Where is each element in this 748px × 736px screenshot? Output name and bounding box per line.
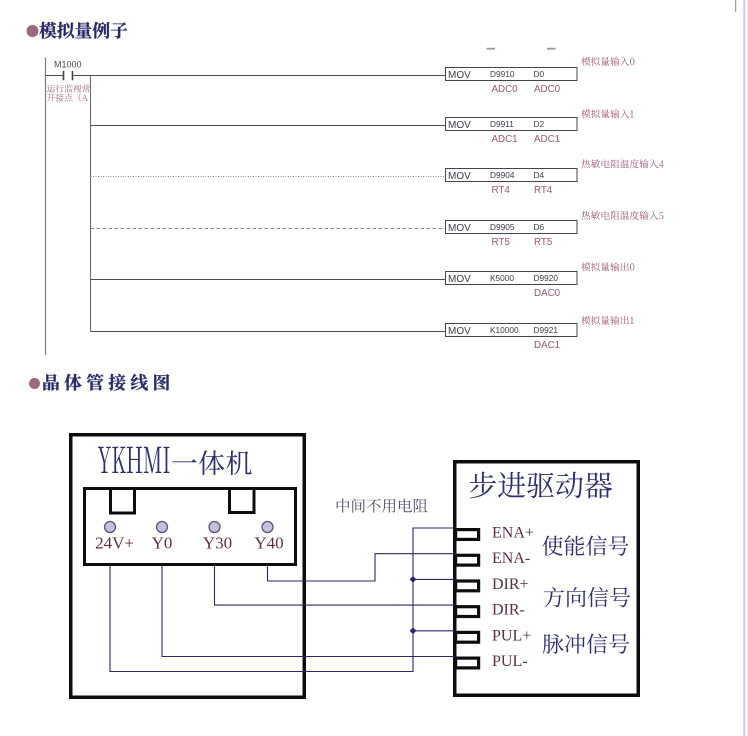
svg-text:PUL+: PUL+ bbox=[492, 627, 531, 644]
svg-text:ADC1: ADC1 bbox=[492, 134, 518, 145]
svg-text:M1000: M1000 bbox=[54, 60, 82, 70]
svg-text:D0: D0 bbox=[534, 69, 545, 79]
svg-text:MOV: MOV bbox=[448, 120, 471, 131]
svg-text:MOV: MOV bbox=[448, 274, 471, 285]
svg-text:RT4: RT4 bbox=[492, 185, 511, 196]
svg-text:DIR-: DIR- bbox=[492, 602, 525, 619]
svg-text:MOV: MOV bbox=[448, 326, 471, 337]
svg-text:ADC0: ADC0 bbox=[492, 84, 519, 95]
svg-text:D9904: D9904 bbox=[490, 170, 515, 180]
svg-text:D9921: D9921 bbox=[534, 325, 559, 335]
svg-text:RT4: RT4 bbox=[534, 185, 553, 196]
svg-text:MOV: MOV bbox=[448, 171, 471, 182]
svg-text:ADC0: ADC0 bbox=[534, 84, 561, 95]
svg-text:ADC1: ADC1 bbox=[534, 134, 560, 145]
svg-text:24V+: 24V+ bbox=[95, 534, 134, 553]
svg-text:MOV: MOV bbox=[448, 70, 471, 81]
svg-text:ENA+: ENA+ bbox=[492, 525, 534, 542]
svg-text:Y30: Y30 bbox=[203, 534, 232, 553]
svg-text:D4: D4 bbox=[534, 170, 545, 180]
svg-text:D9911: D9911 bbox=[490, 119, 514, 129]
svg-text:Y40: Y40 bbox=[254, 534, 283, 553]
svg-text:K5000: K5000 bbox=[490, 273, 514, 283]
svg-text:RT5: RT5 bbox=[534, 237, 553, 248]
svg-text:D9905: D9905 bbox=[490, 222, 515, 232]
svg-text:ENA-: ENA- bbox=[492, 550, 530, 567]
svg-text:Y0: Y0 bbox=[152, 534, 173, 553]
svg-text:K10000: K10000 bbox=[490, 325, 519, 335]
svg-text:DIR+: DIR+ bbox=[492, 576, 529, 593]
svg-text:D9920: D9920 bbox=[534, 273, 559, 283]
svg-text:D6: D6 bbox=[534, 222, 545, 232]
svg-text:RT5: RT5 bbox=[492, 237, 511, 248]
svg-text:PUL-: PUL- bbox=[492, 653, 528, 670]
svg-text:D9910: D9910 bbox=[490, 69, 515, 79]
svg-text:DAC0: DAC0 bbox=[534, 288, 561, 299]
svg-text:DAC1: DAC1 bbox=[534, 340, 560, 351]
svg-text:MOV: MOV bbox=[448, 223, 471, 234]
svg-text:D2: D2 bbox=[534, 119, 545, 129]
